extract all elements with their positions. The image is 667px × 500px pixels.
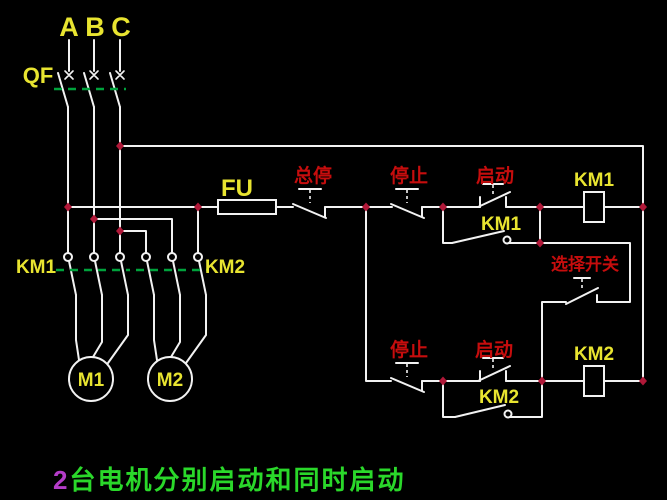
caption: 2台电机分别启动和同时启动 <box>53 463 405 497</box>
caption-number: 2 <box>53 465 70 495</box>
start1-label: 启动 <box>476 164 514 187</box>
stop1-label: 停止 <box>390 164 428 187</box>
phase-b-label: B <box>85 12 105 42</box>
km2-main-contacts <box>136 252 208 296</box>
breaker-cross-icon <box>64 70 125 80</box>
start-button-1 <box>477 183 511 208</box>
stop-button-2 <box>390 362 425 393</box>
km2-aux-contact <box>454 404 513 419</box>
km1-coil <box>583 191 605 223</box>
km1-main-label: KM1 <box>16 257 57 278</box>
start-button-2 <box>477 357 511 382</box>
km2-coil-label: KM2 <box>574 344 614 365</box>
motor-m1 <box>68 356 114 402</box>
motor-m1-label: M1 <box>78 370 105 391</box>
km2-aux-label: KM2 <box>479 387 519 408</box>
breaker-qf-symbol <box>54 70 126 108</box>
km2-main-label: KM2 <box>205 257 245 278</box>
master-stop-button <box>292 188 327 219</box>
km1-main-contacts <box>56 252 130 296</box>
km1-coil-label: KM1 <box>574 170 615 191</box>
motor-m2-label: M2 <box>157 370 183 391</box>
caption-text: 台电机分别启动和同时启动 <box>69 465 406 495</box>
phase-a-label: A <box>59 12 79 42</box>
start2-label: 启动 <box>475 338 513 361</box>
fuse-fu-symbol <box>217 199 277 215</box>
motor-feeder-wires <box>75 294 207 364</box>
km1-aux-contact <box>451 230 512 245</box>
breaker-qf-label: QF <box>23 63 54 88</box>
km2-coil <box>583 365 605 397</box>
fuse-fu-label: FU <box>221 175 253 202</box>
selector-switch-label: 选择开关 <box>551 254 619 274</box>
selector-switch-symbol <box>565 277 599 305</box>
master-stop-label: 总停 <box>294 164 332 187</box>
km1-aux-label: KM1 <box>481 214 522 235</box>
phase-c-label: C <box>111 12 131 42</box>
junction-dots <box>64 141 647 386</box>
stop2-label: 停止 <box>390 338 428 361</box>
stop-button-1 <box>390 188 425 219</box>
motor-m2 <box>147 356 193 402</box>
control-wires <box>67 145 644 418</box>
